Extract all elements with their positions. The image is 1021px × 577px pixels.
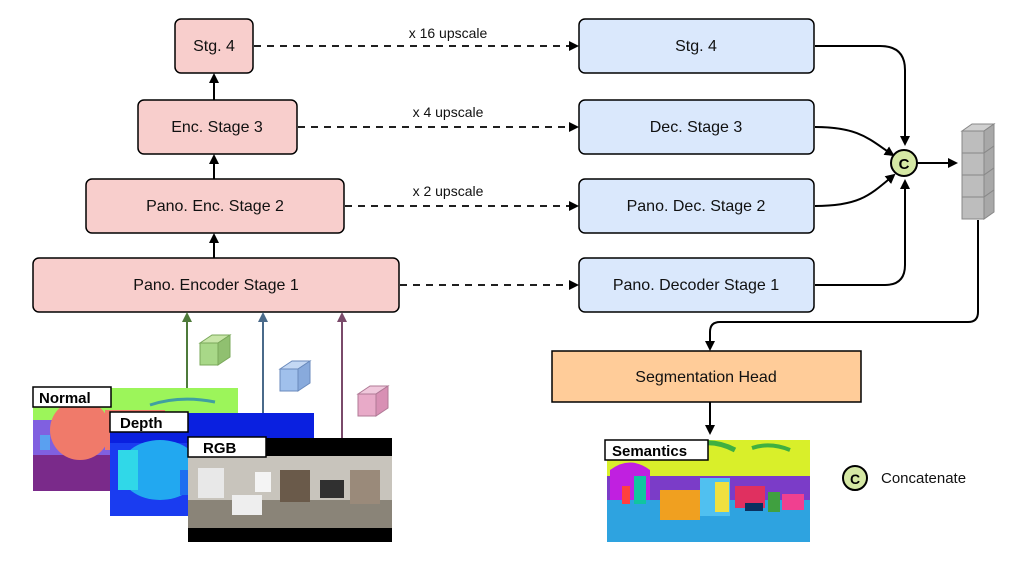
- depth-tag: Depth: [109, 411, 189, 433]
- legend-concat-icon: [842, 465, 868, 491]
- legend: C Concatenate: [842, 465, 966, 491]
- features-to-head-arrow: [705, 220, 979, 351]
- concat-node: C: [890, 149, 918, 177]
- encoder-stage-4: Stg. 4: [174, 18, 254, 74]
- encoder-stage-4-label: Stg. 4: [193, 38, 235, 55]
- segmentation-head-label: Segmentation Head: [635, 369, 776, 386]
- upscale-label-stage-3: x 4 upscale: [413, 104, 484, 120]
- normal-tag: Normal: [32, 386, 112, 408]
- concat-symbol: C: [899, 156, 910, 173]
- segmentation-head: Segmentation Head: [551, 350, 862, 403]
- rgb-input-image: [188, 438, 392, 542]
- decoder-stage-4-label: Stg. 4: [675, 38, 717, 55]
- rgb-embedding-cube-icon: [356, 385, 390, 417]
- decoder-stage-1: Pano. Decoder Stage 1: [578, 257, 815, 313]
- rgb-tag-label: RGB: [203, 440, 237, 457]
- decoder-stage-4: Stg. 4: [578, 18, 815, 74]
- decoder-stage-3: Dec. Stage 3: [578, 99, 815, 155]
- normal-tag-label: Normal: [39, 390, 91, 407]
- dec3-to-concat-arrow: [814, 126, 895, 157]
- decoder-stage-2: Pano. Dec. Stage 2: [578, 178, 815, 234]
- encoder-stage-1: Pano. Encoder Stage 1: [32, 257, 400, 313]
- upscale-label-stage-2: x 2 upscale: [413, 183, 484, 199]
- rgb-tag: RGB: [187, 436, 267, 458]
- depth-tag-label: Depth: [120, 415, 163, 432]
- normal-embedding-cube-icon: [198, 334, 232, 366]
- dec1-to-concat-arrow: [815, 179, 910, 286]
- semantics-tag-label: Semantics: [612, 443, 687, 460]
- encoder-stage-2: Pano. Enc. Stage 2: [85, 178, 345, 234]
- decoder-stage-1-label: Pano. Decoder Stage 1: [613, 277, 779, 294]
- decoder-stage-3-label: Dec. Stage 3: [650, 119, 743, 136]
- encoder-stage-3-label: Enc. Stage 3: [171, 119, 263, 136]
- semantics-tag: Semantics: [604, 439, 709, 461]
- depth-embedding-cube-icon: [278, 360, 312, 392]
- legend-label: Concatenate: [881, 470, 966, 487]
- encoder-stage-3: Enc. Stage 3: [137, 99, 298, 155]
- feature-stack-icon: [960, 123, 996, 220]
- encoder-stage-1-label: Pano. Encoder Stage 1: [133, 277, 299, 294]
- encoder-stage-2-label: Pano. Enc. Stage 2: [146, 198, 284, 215]
- dec4-to-concat-arrow: [815, 45, 910, 146]
- legend-symbol: C: [850, 471, 860, 487]
- dec2-to-concat-arrow: [814, 173, 896, 207]
- decoder-stage-2-label: Pano. Dec. Stage 2: [627, 198, 766, 215]
- upscale-label-stage-4: x 16 upscale: [409, 25, 488, 41]
